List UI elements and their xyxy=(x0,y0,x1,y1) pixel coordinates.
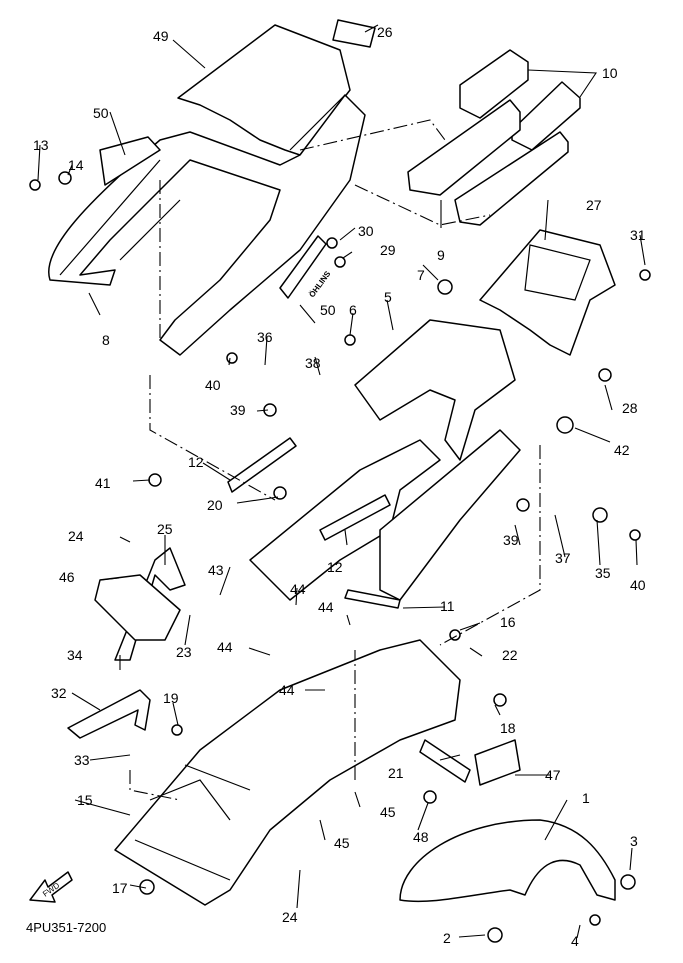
callout-46: 46 xyxy=(59,569,75,585)
callout-40: 40 xyxy=(205,377,221,393)
callout-27: 27 xyxy=(586,197,602,213)
callout-50: 50 xyxy=(93,105,109,121)
callout-28: 28 xyxy=(622,400,638,416)
callout-49: 49 xyxy=(153,28,169,44)
callout-45: 45 xyxy=(380,804,396,820)
callout-6: 6 xyxy=(349,302,357,318)
callout-35: 35 xyxy=(595,565,611,581)
callout-19: 19 xyxy=(163,690,179,706)
callout-5: 5 xyxy=(384,289,392,305)
callout-9: 9 xyxy=(437,247,445,263)
hardware xyxy=(29,171,651,943)
callout-36: 36 xyxy=(257,329,273,345)
fwd-arrow-icon: FWD xyxy=(29,871,73,903)
callout-12: 12 xyxy=(188,454,204,470)
rubber-bar-12a xyxy=(227,437,297,493)
side-decal xyxy=(99,136,161,186)
callout-34: 34 xyxy=(67,647,83,663)
callout-39b: 39 xyxy=(503,532,519,548)
inner-fender xyxy=(114,639,461,906)
callout-14: 14 xyxy=(68,157,84,173)
callout-25: 25 xyxy=(157,521,173,537)
callout-2: 2 xyxy=(443,930,451,946)
callout-3: 3 xyxy=(630,833,638,849)
callout-8: 8 xyxy=(102,332,110,348)
tape-part xyxy=(332,19,376,48)
assembly-line xyxy=(129,650,356,801)
license-bracket xyxy=(479,229,616,356)
callout-22: 22 xyxy=(502,647,518,663)
leader-lines xyxy=(37,24,646,939)
seat-cowl-part xyxy=(177,24,351,156)
callout-13: 13 xyxy=(33,137,49,153)
callout-24: 24 xyxy=(68,528,84,544)
callout-45b: 45 xyxy=(334,835,350,851)
callout-38: 38 xyxy=(305,355,321,371)
strap-part xyxy=(67,689,151,739)
callout-29: 29 xyxy=(380,242,396,258)
callout-12b: 12 xyxy=(327,559,343,575)
tail-cowl-part xyxy=(48,94,366,356)
callout-43: 43 xyxy=(208,562,224,578)
callout-24b: 24 xyxy=(282,909,298,925)
rubber-bar-11 xyxy=(344,589,401,609)
assembly-line xyxy=(149,180,276,501)
callout-1: 1 xyxy=(582,790,590,806)
callout-16: 16 xyxy=(500,614,516,630)
foam-blocks xyxy=(407,49,581,226)
callout-44b: 44 xyxy=(217,639,233,655)
callout-23: 23 xyxy=(176,644,192,660)
callout-48: 48 xyxy=(413,829,429,845)
callout-11: 11 xyxy=(440,598,455,614)
callout-10: 10 xyxy=(602,65,618,81)
callout-31: 31 xyxy=(630,227,646,243)
callout-labels: 49 26 10 50 13 14 9 27 31 30 29 7 5 6 8 … xyxy=(33,24,646,949)
callout-15: 15 xyxy=(77,792,93,808)
callout-18: 18 xyxy=(500,720,516,736)
callout-37: 37 xyxy=(555,550,571,566)
front-fender xyxy=(399,819,616,903)
callout-26: 26 xyxy=(377,24,393,40)
callout-21: 21 xyxy=(388,765,404,781)
callout-39: 39 xyxy=(230,402,246,418)
callout-17: 17 xyxy=(112,880,128,896)
callout-42: 42 xyxy=(614,442,630,458)
callout-7: 7 xyxy=(417,267,425,283)
assembly-line xyxy=(299,119,491,226)
rubber-bar-12b xyxy=(319,494,391,541)
callout-33: 33 xyxy=(74,752,90,768)
callout-4: 4 xyxy=(571,933,579,949)
callout-20: 20 xyxy=(207,497,223,513)
callout-44d: 44 xyxy=(279,682,295,698)
diagram-code: 4PU351-7200 xyxy=(26,920,107,935)
callout-30: 30 xyxy=(358,223,374,239)
callout-40b: 40 xyxy=(630,577,646,593)
decal-text: ÖHLINS xyxy=(307,269,332,299)
callout-50b: 50 xyxy=(320,302,336,318)
ohlins-decal xyxy=(279,235,327,299)
tool-box xyxy=(94,574,181,641)
callout-47: 47 xyxy=(545,767,561,783)
rear-frame xyxy=(249,319,521,601)
callout-44c: 44 xyxy=(318,599,334,615)
callout-44: 44 xyxy=(290,581,306,597)
callout-32: 32 xyxy=(51,685,67,701)
assembly-line xyxy=(439,445,541,646)
callout-41: 41 xyxy=(95,475,111,491)
